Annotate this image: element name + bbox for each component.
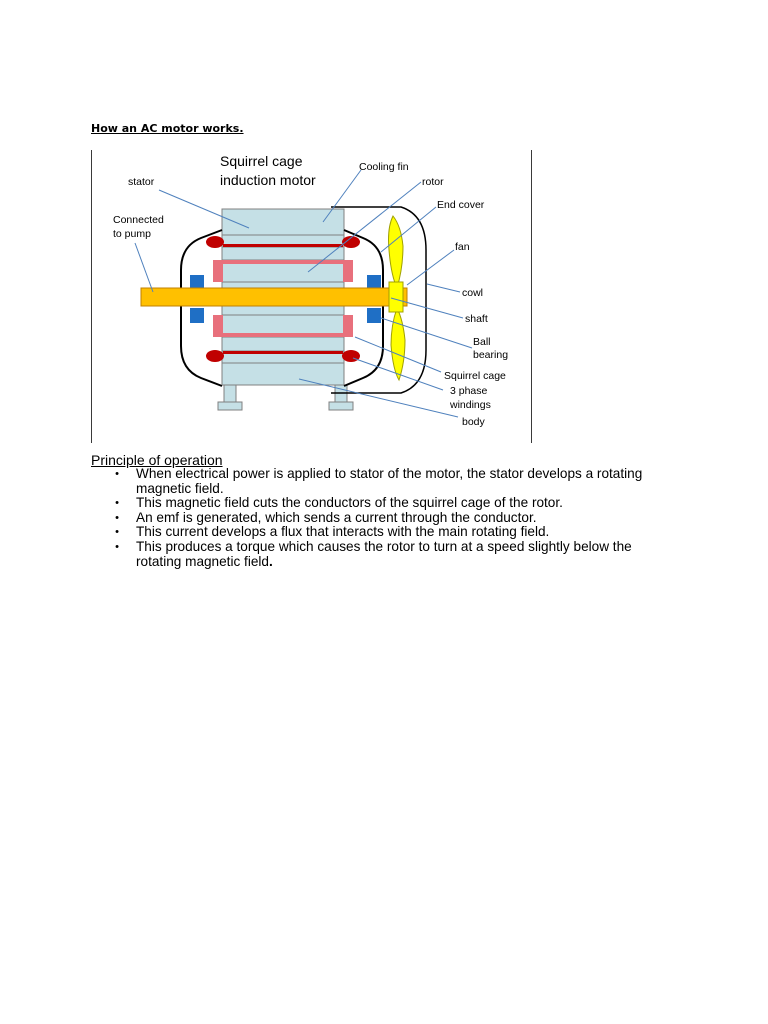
leader-rotor [307, 181, 422, 273]
label-connected-line2: to pump [113, 228, 151, 240]
leader-stator [158, 189, 250, 229]
leader-end-cover [380, 206, 437, 253]
label-rotor: rotor [422, 176, 444, 188]
upper-winding-end-right [342, 236, 360, 248]
rotor-ring-upper [222, 260, 344, 264]
leader-shaft [390, 297, 464, 319]
label-end-cover: End cover [437, 199, 485, 211]
list-item: • This magnetic field cuts the conductor… [112, 495, 672, 511]
leader-fan [406, 249, 455, 286]
rotor-bar-upper-left [213, 260, 223, 282]
lower-winding-end-right [342, 350, 360, 362]
right-foot-base [328, 401, 354, 411]
leader-bearing [380, 317, 473, 349]
bullet-marker: • [115, 511, 119, 524]
label-phase-line2: windings [449, 399, 491, 411]
label-fan: fan [455, 241, 470, 253]
label-phase-line1: 3 phase [450, 385, 488, 397]
diagram-heading-line2: induction motor [220, 172, 316, 188]
leader-squirrel-cage [354, 336, 442, 373]
figure-right-border [531, 150, 532, 443]
rotor-ring-lower [222, 333, 344, 337]
rotor-bar-lower-left [213, 315, 223, 337]
label-cooling-fin: Cooling fin [359, 161, 409, 173]
fan-blade-lower [390, 306, 406, 382]
leader-cooling-fin [322, 169, 362, 223]
figure-left-border [91, 150, 92, 443]
fan-blade-upper [388, 215, 404, 290]
label-ball-line2: bearing [473, 349, 508, 361]
list-item: • When electrical power is applied to st… [112, 466, 672, 496]
bearing-left-top [190, 275, 204, 290]
lower-winding-line [223, 351, 343, 354]
leader-lines [134, 169, 473, 418]
bullet-text: When electrical power is applied to stat… [136, 466, 643, 496]
bearing-right-bottom [367, 308, 381, 323]
bullet-text: This magnetic field cuts the conductors … [136, 495, 563, 511]
rotor-bar-lower-right [343, 315, 353, 337]
upper-winding-end-left [206, 236, 224, 248]
motor-diagram: Squirrel cage induction motor stator Con… [91, 150, 532, 443]
cowl [331, 206, 427, 394]
bullet-list: • When electrical power is applied to st… [112, 466, 672, 569]
list-item: • An emf is generated, which sends a cur… [112, 509, 672, 526]
label-shaft: shaft [465, 313, 488, 325]
leader-windings [352, 357, 444, 391]
list-item: • This produces a torque which causes th… [112, 538, 672, 569]
bullet-marker: • [115, 540, 119, 553]
label-ball-line1: Ball [473, 336, 491, 348]
bearing-left-bottom [190, 308, 204, 323]
diagram-heading-line1: Squirrel cage [220, 153, 303, 169]
end-cover-left [180, 229, 223, 387]
leader-cowl [426, 283, 461, 293]
bullet-marker: • [115, 497, 119, 510]
bearing-right-top [367, 275, 381, 290]
left-foot-base [217, 401, 243, 411]
end-cover-right [343, 229, 384, 387]
leader-connected [134, 242, 154, 293]
bullet-text: An emf is generated, which sends a curre… [136, 509, 537, 525]
shaft [140, 287, 408, 307]
list-item: • This current develops a flux that inte… [112, 525, 672, 540]
label-stator: stator [128, 176, 155, 188]
motor-diagram-svg: Squirrel cage induction motor stator Con… [113, 153, 508, 428]
document-title: How an AC motor works. [91, 122, 244, 135]
label-body: body [462, 416, 486, 428]
bullet-text: This produces a torque which causes the … [136, 538, 632, 569]
fan-hub [388, 281, 404, 313]
bullet-marker: • [115, 526, 119, 539]
lower-winding-end-left [206, 350, 224, 362]
leader-body [298, 378, 459, 418]
label-squirrel-cage: Squirrel cage [444, 370, 506, 382]
label-cowl: cowl [462, 287, 483, 299]
section-title: Principle of operation [91, 452, 223, 468]
label-connected-line1: Connected [113, 214, 164, 226]
rotor-bar-upper-right [343, 260, 353, 282]
bullet-marker: • [115, 468, 119, 480]
bullet-text: This current develops a flux that intera… [136, 524, 550, 540]
upper-winding-line [223, 244, 343, 247]
bullet-end-period: . [269, 553, 273, 569]
